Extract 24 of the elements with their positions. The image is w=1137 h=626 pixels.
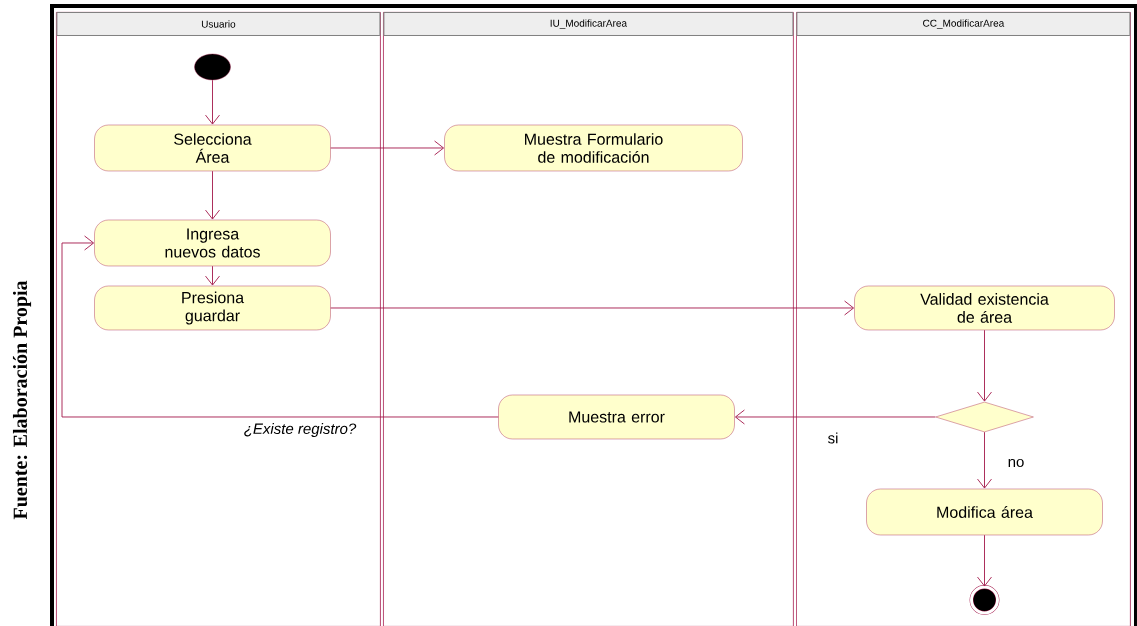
action-box: Validad existencia de área <box>854 285 1115 331</box>
arrow <box>205 265 220 286</box>
caption: Fuente: Elaboración Propia <box>12 280 32 520</box>
action-box: Muestra error <box>498 394 735 440</box>
arrow <box>330 300 855 316</box>
action-box: Muestra Formulario de modificación <box>444 124 743 172</box>
action-box: Selecciona Área <box>94 124 331 172</box>
arrow <box>977 431 992 489</box>
arrow <box>977 534 992 587</box>
action-box: Ingresa nuevos datos <box>94 219 331 267</box>
arrow <box>61 235 499 418</box>
arrow <box>205 170 220 220</box>
edge-label: ¿Existe registro? <box>242 422 358 438</box>
edge-label: no <box>1006 457 1026 469</box>
action-box: Modifica área <box>866 488 1103 536</box>
arrow <box>330 140 445 156</box>
end-node <box>969 585 1000 615</box>
decision-diamond <box>935 401 1034 433</box>
edge-label: si <box>826 431 840 445</box>
action-box: Presiona guardar <box>94 285 331 331</box>
arrow <box>205 79 220 125</box>
start-node <box>194 53 231 81</box>
arrow <box>735 409 936 425</box>
arrow <box>977 329 992 402</box>
